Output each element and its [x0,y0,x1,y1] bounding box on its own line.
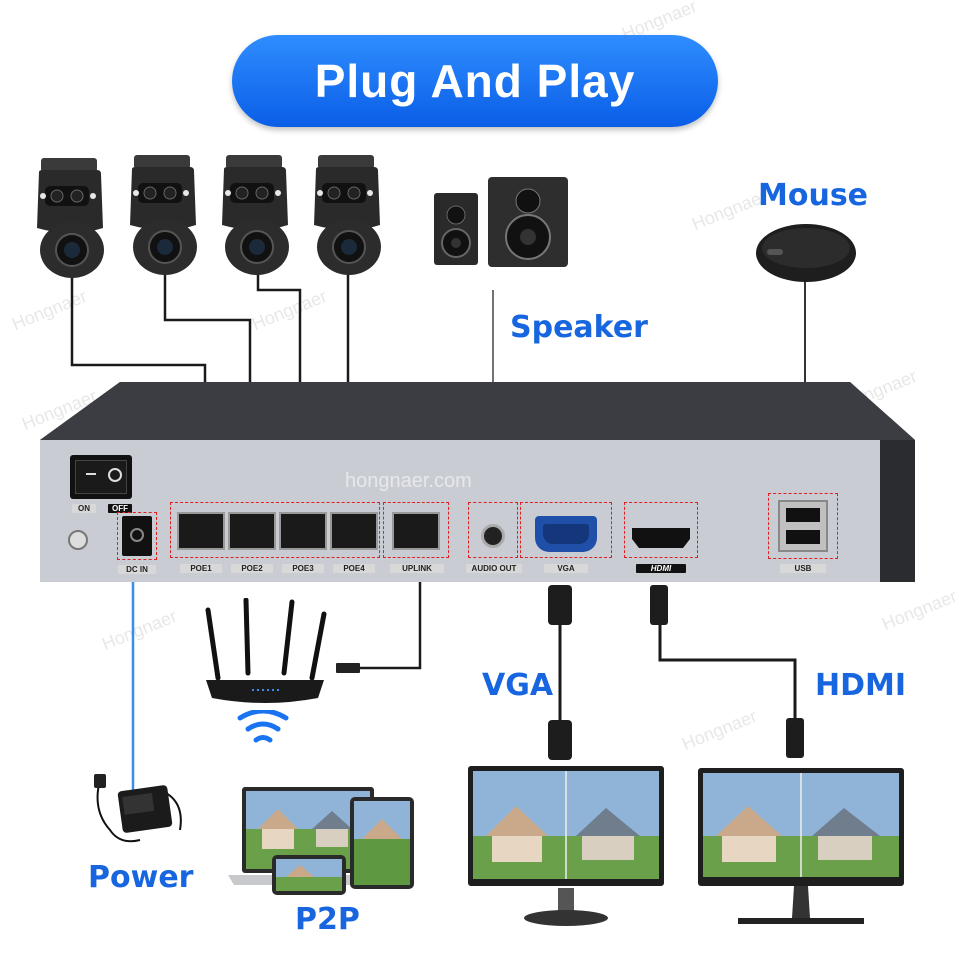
uplink-label: UPLINK [390,564,444,573]
audio-out-port[interactable] [481,524,505,548]
usb-label: USB [780,564,826,573]
poe2-label: POE2 [231,564,273,573]
watermark-url: hongnaer.com [345,470,472,492]
poe-highlight [170,502,380,558]
power-adapter-icon [94,774,182,843]
ground-screw-icon [68,530,88,550]
mouse-label: Mouse [758,178,869,213]
laptop-icon [228,787,414,895]
poe3-port[interactable] [279,512,327,550]
vga-port-label: VGA [544,564,588,573]
title-banner: Plug And Play [232,35,718,127]
power-label: Power [88,860,194,895]
dc-in-highlight [117,512,157,560]
dc-in-port[interactable] [122,516,152,556]
audio-out-label: AUDIO OUT [466,564,522,573]
poe1-label: POE1 [180,564,222,573]
hdmi-label: HDMI [815,668,907,703]
dc-in-label: DC IN [118,565,156,574]
usb-ports[interactable] [778,500,828,552]
page-title: Plug And Play [314,55,636,107]
speaker-label: Speaker [510,310,648,345]
speaker-icon [434,177,568,267]
on-label: ON [72,504,96,513]
power-switch[interactable] [70,455,132,499]
wifi-icon [237,710,289,743]
p2p-label: P2P [295,902,360,937]
monitor-icon [698,768,904,924]
poe2-port[interactable] [228,512,276,550]
poe3-label: POE3 [282,564,324,573]
camera-icon [37,158,104,278]
poe4-label: POE4 [333,564,375,573]
hdmi-highlight [624,502,698,558]
router-icon [205,598,327,703]
uplink-port[interactable] [392,512,440,550]
audio-out-highlight [468,502,518,558]
monitor-icon [468,766,664,926]
hdmi-port[interactable] [632,528,690,548]
uplink-highlight [383,502,449,558]
poe1-port[interactable] [177,512,225,550]
camera-icon [222,155,289,275]
camera-icon [130,155,197,275]
camera-icon [314,155,381,275]
vga-port[interactable] [535,516,597,552]
usb-highlight [768,493,838,559]
hdmi-port-label: HDMI [636,564,686,573]
vga-highlight [520,502,612,558]
vga-label: VGA [482,668,554,703]
off-label: OFF [108,504,132,513]
poe4-port[interactable] [330,512,378,550]
mouse-icon [756,224,856,282]
